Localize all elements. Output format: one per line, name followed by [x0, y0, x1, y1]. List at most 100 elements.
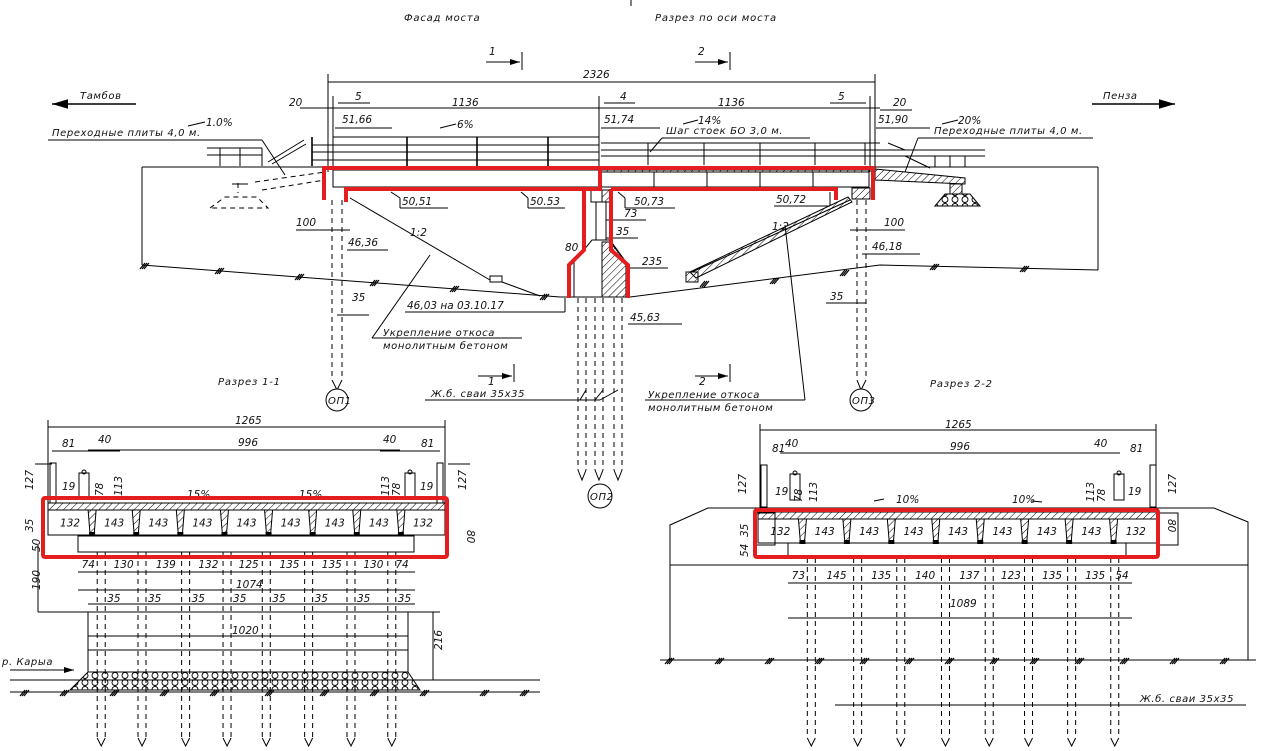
svg-text:113: 113 — [113, 476, 125, 496]
ground-hatch — [666, 657, 673, 665]
pile-tip — [984, 737, 994, 748]
ground-hatch — [1123, 657, 1130, 665]
ground-hatch — [718, 657, 725, 665]
note-approach-slabs-right: Переходные плиты 4,0 м. — [904, 126, 1093, 173]
svg-text:20: 20 — [893, 97, 907, 109]
ground-hatch — [841, 269, 848, 277]
ground-hatch — [991, 657, 998, 665]
beam-rib — [87, 509, 97, 536]
pile-tip — [346, 737, 356, 748]
beam-label: 143 — [992, 526, 1012, 538]
svg-text:81: 81 — [62, 438, 75, 450]
beam-rib — [1109, 518, 1119, 544]
svg-text:2326: 2326 — [583, 69, 610, 81]
svg-text:19: 19 — [775, 486, 789, 498]
beam-label: 143 — [148, 518, 168, 530]
pile-size-label: 35 — [272, 593, 286, 605]
pile-tip — [896, 737, 906, 748]
ground-hatch — [319, 689, 326, 697]
ground-hatch — [449, 285, 456, 293]
svg-text:46,36: 46,36 — [348, 237, 378, 249]
beam-strand — [89, 532, 96, 536]
beam-strand — [799, 540, 806, 544]
svg-text:19: 19 — [420, 481, 434, 493]
section-mark-1-lower: 1 — [478, 364, 515, 388]
ground-hatch — [948, 657, 955, 665]
svg-text:80: 80 — [464, 530, 476, 544]
beam-strand — [265, 532, 272, 536]
beam-label: 132 — [60, 518, 80, 530]
svg-text:81: 81 — [772, 443, 785, 455]
svg-text:монолитным бетоном: монолитным бетоном — [383, 340, 508, 352]
svg-text:113: 113 — [808, 482, 820, 502]
ground-hatch — [1029, 657, 1036, 665]
beam-label: 143 — [325, 518, 345, 530]
svg-text:р. Карыа: р. Карыа — [1, 657, 53, 668]
svg-text:19: 19 — [62, 481, 76, 493]
beam-rib — [1064, 518, 1074, 544]
beam-label: 143 — [237, 518, 257, 530]
ground-hatch — [668, 657, 675, 665]
ground-hatch — [701, 280, 708, 288]
pile-tip — [181, 737, 191, 748]
ground-hatch — [543, 293, 550, 301]
ground-hatch — [268, 689, 275, 697]
ground-hatch — [139, 262, 146, 270]
pile-spacing-label: 125 — [239, 559, 259, 571]
direction-left: Тамбов — [52, 90, 136, 109]
pile-spacing-label: 130 — [363, 559, 383, 571]
svg-text:1: 1 — [488, 376, 495, 388]
water-level: 46,03 на 03.10.17 — [405, 298, 566, 313]
svg-text:40: 40 — [98, 434, 112, 446]
svg-text:Переходные плиты 4,0 м.: Переходные плиты 4,0 м. — [52, 128, 201, 139]
pile-tip — [222, 737, 232, 748]
ground-hatch — [264, 689, 271, 697]
beam-label: 132 — [413, 518, 433, 530]
svg-text:46,03 на 03.10.17: 46,03 на 03.10.17 — [407, 300, 504, 312]
ground-hatch — [771, 277, 778, 285]
pile-spacing-label: 73 — [792, 570, 805, 582]
ground-hatch — [1171, 657, 1178, 665]
svg-text:78: 78 — [391, 482, 403, 496]
pile-spacing-label: 137 — [959, 570, 979, 582]
svg-text:235: 235 — [642, 256, 662, 268]
svg-text:35: 35 — [830, 291, 844, 303]
ground-hatch — [369, 689, 376, 697]
ground-hatch — [1023, 265, 1030, 273]
beam-rib — [175, 509, 185, 536]
ground-hatch — [423, 689, 430, 697]
ground-hatch — [523, 689, 530, 697]
ground-hatch — [143, 262, 150, 270]
beam-rib — [131, 509, 141, 536]
pile-tip — [261, 737, 271, 748]
ground-hatch — [479, 689, 486, 697]
svg-text:1074: 1074 — [236, 579, 263, 591]
beam-elevations: 50,51 50.53 50,73 50,72 1:2 1:2 — [390, 191, 831, 239]
svg-text:5: 5 — [355, 91, 362, 103]
pile-size-label: 35 — [398, 593, 412, 605]
svg-text:19: 19 — [1128, 486, 1142, 498]
pile-spacing-label: 74 — [395, 559, 408, 571]
ground-hatch — [1021, 265, 1028, 273]
svg-text:1020: 1020 — [232, 625, 259, 637]
ground-hatch — [209, 689, 216, 697]
ground-hatch — [216, 267, 223, 275]
svg-text:Укрепление откоса: Укрепление откоса — [383, 328, 495, 339]
pile-size-label: 35 — [148, 593, 162, 605]
section-mark-2-lower: 2 — [695, 364, 731, 388]
ground-hatch — [1223, 657, 1230, 665]
svg-text:996: 996 — [238, 437, 258, 449]
note-slope-reinforcement-left: Укрепление откоса монолитным бетоном — [371, 254, 522, 352]
svg-text:78: 78 — [94, 482, 106, 496]
svg-text:Пенза: Пенза — [1103, 91, 1138, 102]
ground-hatch — [109, 689, 116, 697]
ground-hatch — [1019, 265, 1026, 273]
beam-rib — [308, 509, 318, 536]
ground-hatch — [699, 280, 706, 288]
pile-spacing-label: 54 — [1115, 570, 1128, 582]
svg-text:35: 35 — [352, 292, 366, 304]
ground-hatch — [211, 689, 218, 697]
svg-text:35: 35 — [24, 518, 36, 532]
